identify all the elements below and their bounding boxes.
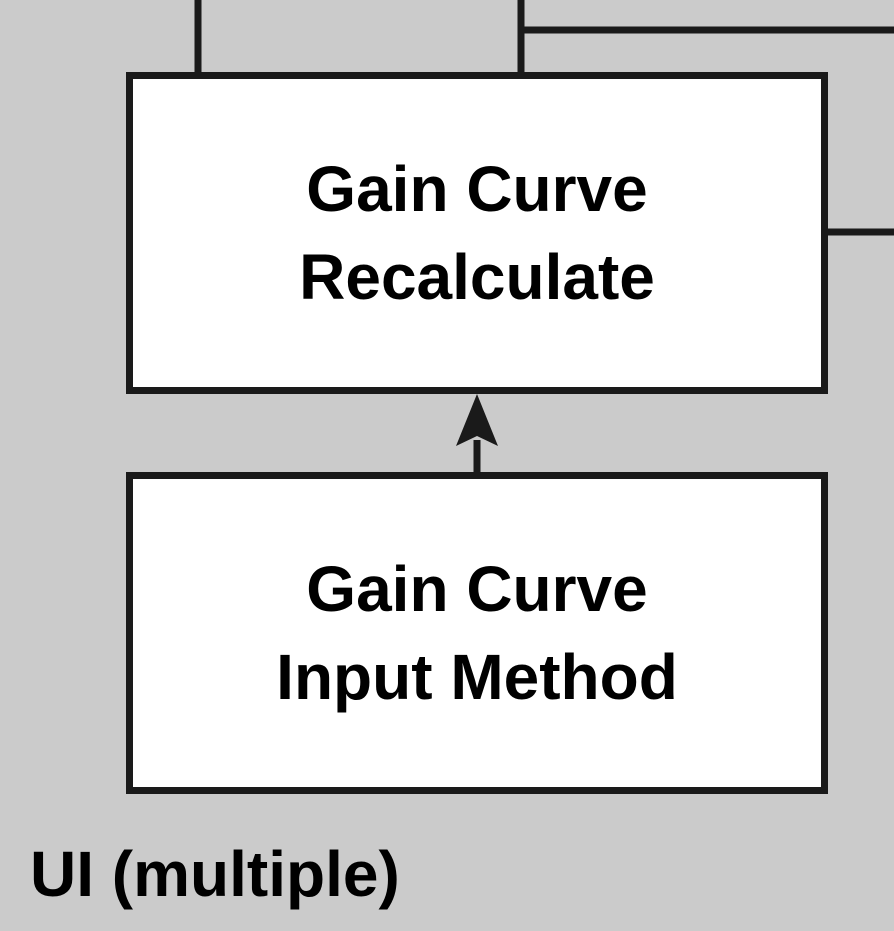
box-title-line-2: Recalculate [299, 241, 655, 313]
ui-caption-label: UI (multiple) [30, 838, 400, 910]
box-title-line-2: Input Method [276, 641, 678, 713]
gain-curve-recalculate-box: Gain Curve Recalculate [126, 72, 828, 394]
box-title-line-1: Gain Curve [306, 553, 648, 625]
arrow-head [456, 394, 498, 446]
gain-curve-input-method-box: Gain Curve Input Method [126, 472, 828, 794]
box-title-line-1: Gain Curve [306, 153, 648, 225]
